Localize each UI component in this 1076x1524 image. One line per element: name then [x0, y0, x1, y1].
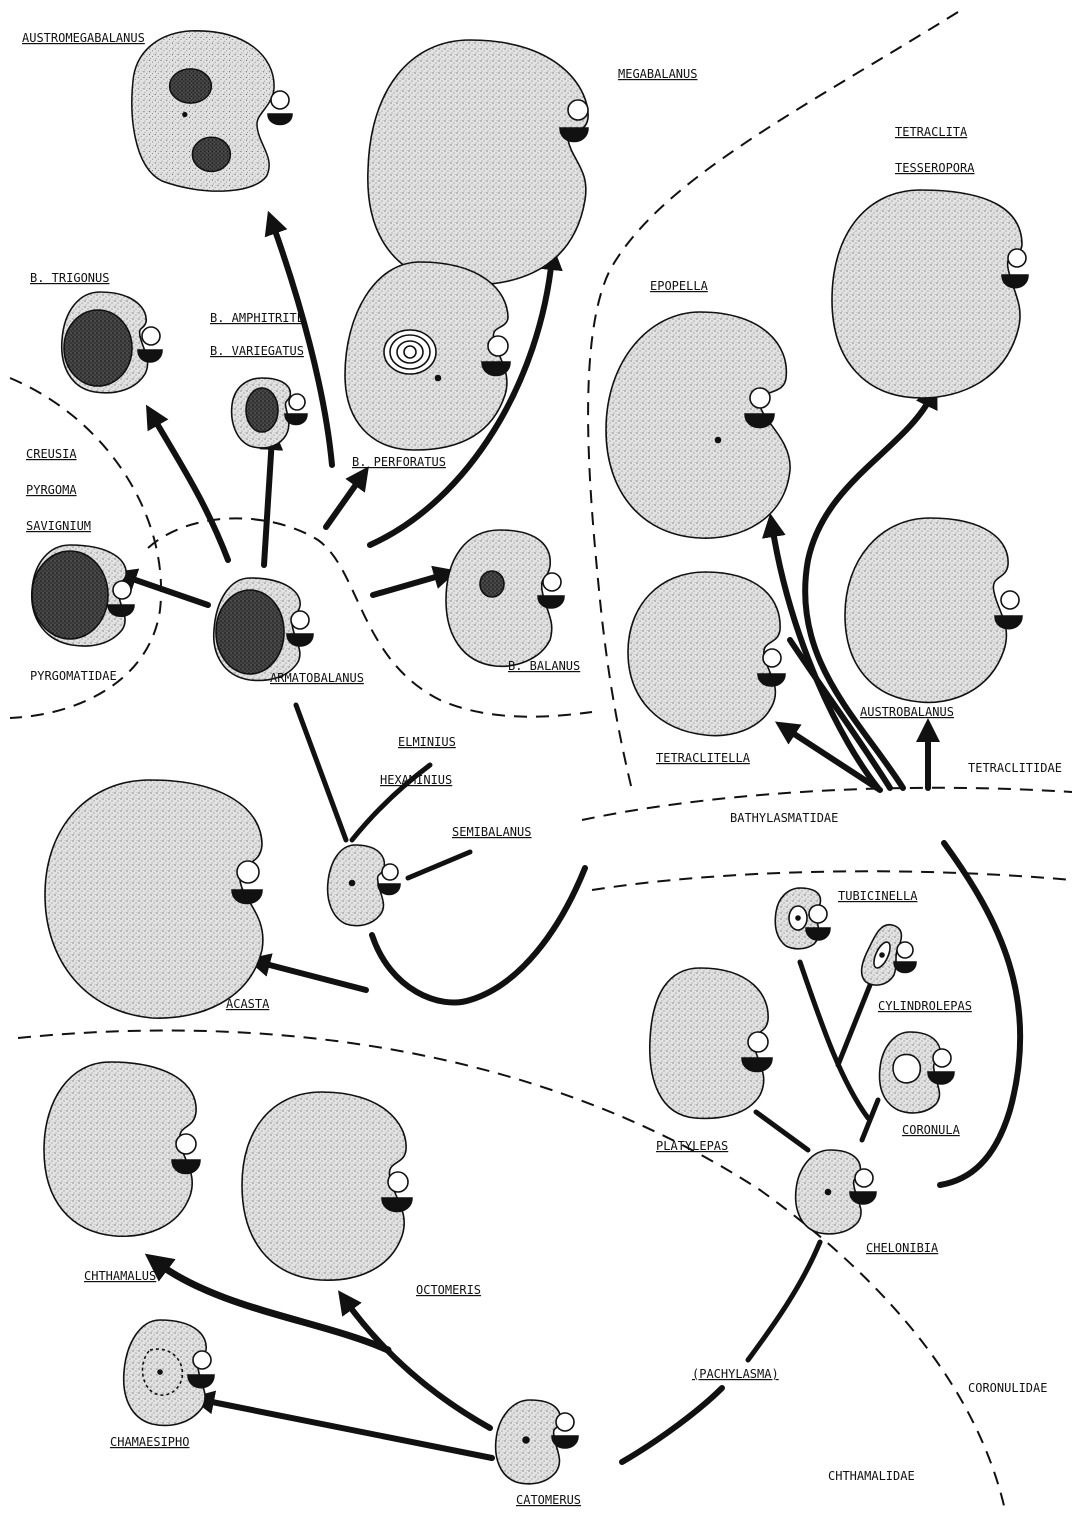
cell-tetraclitella: [628, 572, 785, 736]
label-bathylasmatidae: BATHYLASMATIDAE: [730, 811, 838, 825]
label-tesseropora: TESSEROPORA: [895, 161, 975, 175]
cell-cylindrolepas: [862, 925, 916, 985]
label-hexaminius: HEXAMINIUS: [380, 773, 452, 787]
cell-octomeris: [242, 1092, 412, 1280]
lineage-to-chamaesipho: [202, 1400, 492, 1458]
lineage-to-octomeris: [345, 1300, 490, 1428]
lineage-cylindrolepas: [838, 980, 872, 1065]
cell-megabalanus: [368, 40, 588, 285]
label-tetraclitidae: TETRACLITIDAE: [968, 761, 1062, 775]
cell-tetraclita: [832, 190, 1028, 398]
label-megabalanus: MEGABALANUS: [618, 67, 697, 81]
label-tubicinella: TUBICINELLA: [838, 889, 918, 903]
cell-tubicinella: [775, 888, 830, 949]
label-b-balanus: B. BALANUS: [508, 659, 580, 673]
cell-catomerus: [496, 1400, 578, 1484]
cell-savignium: [32, 545, 134, 646]
lineage-to-trigonus: [152, 415, 228, 560]
cell-platylepas: [650, 968, 772, 1118]
cell-chelonibia: [796, 1150, 876, 1234]
boundary-bathylasmatidae-coronulidae: [592, 871, 1072, 890]
label-creusia: CREUSIA: [26, 447, 77, 461]
label-catomerus: CATOMERUS: [516, 1493, 581, 1507]
lineage-coronula: [862, 1100, 878, 1140]
lineage-armatobalanus-stem: [296, 705, 346, 840]
cell-armatobalanus: [214, 578, 313, 680]
cell-chamaesipho: [124, 1320, 214, 1425]
label-pyrgoma: PYRGOMA: [26, 483, 77, 497]
label-chamaesipho: CHAMAESIPHO: [110, 1435, 189, 1449]
cell-austrobalanus: [845, 518, 1022, 702]
cell-b-amphitrite: [232, 378, 307, 448]
label-b-trigonus: B. TRIGONUS: [30, 271, 109, 285]
label-coronulidae: CORONULIDAE: [968, 1381, 1047, 1395]
lineage-to-acasta: [258, 962, 366, 990]
label-b-variegatus: B. VARIEGATUS: [210, 344, 304, 358]
cell-b-balanus: [446, 530, 564, 666]
label-tetraclita: TETRACLITA: [895, 125, 968, 139]
label-platylepas: PLATYLEPAS: [656, 1139, 728, 1153]
lineage-catomerus-to-pachylasma: [622, 1388, 722, 1462]
cell-coronula: [880, 1032, 954, 1113]
lineage-to-amphitrite: [264, 438, 272, 565]
lineage-to-b-balanus: [373, 574, 446, 595]
label-austrobalanus: AUSTROBALANUS: [860, 705, 954, 719]
lineage-balanidae-loop: [372, 868, 585, 1002]
label-tetraclitella: TETRACLITELLA: [656, 751, 751, 765]
lineage-pachylasma: [748, 1242, 820, 1360]
cell-balanid-ancestor: [328, 845, 400, 926]
label-pyrgomatidae: PYRGOMATIDAE: [30, 669, 117, 683]
label-armatobalanus: ARMATOBALANUS: [270, 671, 364, 685]
lineage-to-savignium: [124, 576, 208, 605]
label-austromegabalanus: AUSTROMEGABALANUS: [22, 31, 145, 45]
lineage-semibalanus: [408, 852, 470, 878]
lineage-to-perforatus: [326, 476, 362, 527]
cell-b-trigonus: [62, 292, 162, 393]
cell-acasta: [45, 780, 263, 1018]
lineage-platylepas: [756, 1112, 808, 1150]
austromegabalanus-pore: [268, 91, 292, 125]
label-savignium: SAVIGNIUM: [26, 519, 91, 533]
label-cylindrolepas: CYLINDROLEPAS: [878, 999, 972, 1013]
label-chthamalidae: CHTHAMALIDAE: [828, 1469, 915, 1483]
label-acasta: ACASTA: [226, 997, 270, 1011]
cell-b-perforatus: [345, 262, 510, 450]
cell-chthamalus: [44, 1062, 200, 1236]
label-elminius: ELMINIUS: [398, 735, 456, 749]
label-b-amphitrite: B. AMPHITRITE: [210, 311, 304, 325]
label-chelonibia: CHELONIBIA: [866, 1241, 939, 1255]
label-epopella: EPOPELLA: [650, 279, 709, 293]
label-coronula: CORONULA: [902, 1123, 961, 1137]
lineage-tubicinella: [800, 962, 868, 1118]
cell-austromegabalanus: [132, 31, 274, 191]
label-octomeris: OCTOMERIS: [416, 1283, 481, 1297]
label-semibalanus: SEMIBALANUS: [452, 825, 531, 839]
label-chthamalus: CHTHAMALUS: [84, 1269, 156, 1283]
label-b-perforatus: B. PERFORATUS: [352, 455, 446, 469]
cell-epopella: [606, 312, 790, 538]
label-pachylasma: (PACHYLASMA): [692, 1367, 779, 1381]
